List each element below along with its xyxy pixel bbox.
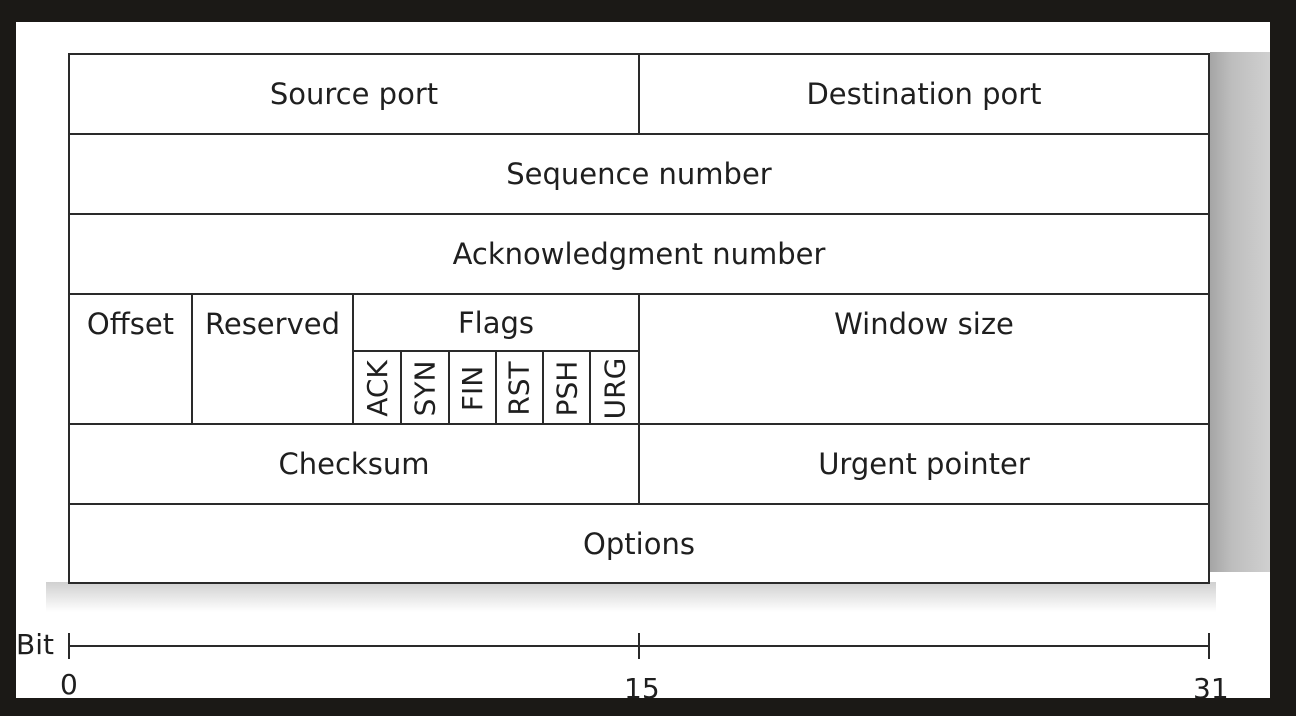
flag-rst-cell: RST	[497, 350, 544, 425]
flag-fin-cell: FIN	[450, 350, 497, 425]
offset-field: Offset	[70, 295, 193, 425]
urgent-pointer-label: Urgent pointer	[818, 447, 1030, 481]
drop-shadow-bottom	[46, 582, 1216, 612]
options-field: Options	[70, 505, 1208, 582]
checksum-field: Checksum	[70, 425, 640, 505]
sequence-number-label: Sequence number	[506, 157, 772, 191]
offset-label: Offset	[86, 307, 175, 341]
diagram-canvas: Source port Destination port Sequence nu…	[16, 22, 1270, 698]
urgent-pointer-field: Urgent pointer	[640, 425, 1208, 505]
flag-psh-cell: PSH	[544, 350, 591, 425]
source-port-label: Source port	[269, 77, 439, 111]
source-port-field: Source port	[70, 55, 640, 135]
flags-group: Flags ACK SYN FIN RST PSH URG	[354, 295, 640, 425]
options-label: Options	[583, 526, 695, 561]
axis-tick-label-31: 31	[1193, 672, 1229, 698]
acknowledgment-number-field: Acknowledgment number	[70, 215, 1208, 295]
window-size-label: Window size	[834, 307, 1014, 341]
flag-syn-cell: SYN	[402, 350, 450, 425]
sequence-number-field: Sequence number	[70, 135, 1208, 215]
destination-port-field: Destination port	[640, 55, 1208, 135]
window-size-field: Window size	[640, 295, 1208, 425]
axis-label: Bit	[16, 628, 54, 661]
destination-port-label: Destination port	[806, 77, 1042, 111]
reserved-field: Reserved	[193, 295, 354, 425]
reserved-label: Reserved	[205, 307, 340, 341]
acknowledgment-number-label: Acknowledgment number	[452, 237, 826, 271]
drop-shadow	[1210, 52, 1270, 572]
bit-axis	[68, 633, 1210, 659]
tcp-header-table: Source port Destination port Sequence nu…	[68, 53, 1210, 584]
axis-tick-label-15: 15	[624, 672, 660, 698]
checksum-label: Checksum	[278, 447, 430, 481]
flags-title: Flags	[457, 305, 535, 340]
flag-ack-cell: ACK	[354, 350, 402, 425]
axis-tick-label-0: 0	[60, 668, 78, 698]
flag-urg-cell: URG	[591, 350, 638, 425]
